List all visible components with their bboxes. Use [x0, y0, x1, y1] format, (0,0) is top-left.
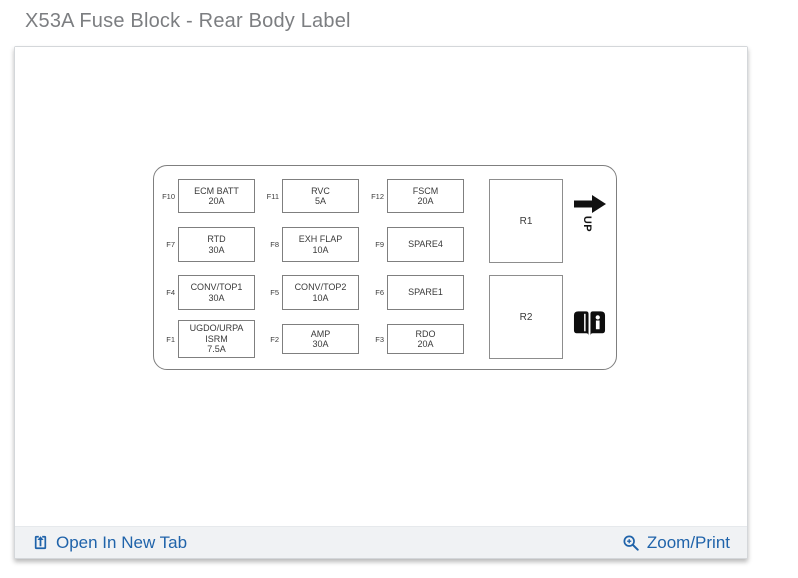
fuse-rating: 10A [312, 292, 329, 303]
fuse-box: ECM BATT 20A [178, 179, 255, 213]
owners-manual-book-icon [573, 310, 606, 338]
fuse-slot-f4: F4 CONV/TOP1 30A [154, 275, 255, 310]
relay-label: R2 [519, 311, 533, 323]
fuse-box: RDO 20A [387, 324, 464, 354]
fuse-name: RDO [415, 328, 436, 339]
fuse-slot-label: F1 [166, 334, 175, 344]
fuse-name: ECM BATT [194, 185, 239, 196]
fuse-slot-f1: F1 UGDO/URPA ISRM 7.5A [154, 320, 255, 358]
fuse-slot-f3: F3 RDO 20A [363, 324, 464, 354]
fuse-rating: 30A [208, 244, 225, 255]
fuse-slot-label: F12 [371, 191, 384, 201]
fuse-slot-f11: F11 RVC 5A [258, 179, 359, 213]
fuse-slot-label: F10 [162, 191, 175, 201]
fuse-slot-label: F2 [270, 334, 279, 344]
fuse-name: SPARE1 [408, 287, 443, 298]
relay-box-r1: R1 [489, 179, 563, 263]
diagram-canvas: F10 ECM BATT 20A F11 RVC 5A F12 FSCM 20A [15, 47, 747, 526]
fuse-slot-label: F3 [375, 334, 384, 344]
zoom-print-link[interactable]: Zoom/Print [622, 533, 730, 553]
fuse-name: CONV/TOP1 [190, 282, 243, 292]
page-title: X53A Fuse Block - Rear Body Label [25, 10, 351, 32]
fuse-rating: 30A [312, 339, 329, 349]
fuse-box: SPARE1 [387, 275, 464, 310]
fuse-slot-f12: F12 FSCM 20A [363, 179, 464, 213]
fuse-name: ISRM [205, 333, 228, 344]
zoom-in-icon [623, 535, 639, 551]
fuse-rating: 20A [417, 196, 434, 206]
zoom-print-label: Zoom/Print [646, 532, 730, 552]
fuse-name: UGDO/URPA [189, 323, 244, 334]
up-orientation-label: UP [581, 215, 593, 233]
fuse-box: SPARE4 [387, 227, 464, 262]
fuse-rating: 20A [208, 196, 225, 206]
fuse-name: FSCM [412, 185, 439, 196]
fuse-name: RVC [311, 185, 330, 196]
fuse-block-outline: F10 ECM BATT 20A F11 RVC 5A F12 FSCM 20A [153, 165, 617, 370]
diagram-panel: F10 ECM BATT 20A F11 RVC 5A F12 FSCM 20A [14, 46, 748, 559]
fuse-slot-f5: F5 CONV/TOP2 10A [258, 275, 359, 310]
viewer-toolbar: Open In New Tab Zoom/Print [15, 526, 747, 558]
fuse-slot-label: F6 [375, 288, 384, 297]
fuse-rating: 7.5A [207, 344, 226, 355]
fuse-box: FSCM 20A [387, 179, 464, 213]
fuse-name: RTD [207, 234, 226, 244]
right-arrow-icon [574, 195, 606, 213]
fuse-slot-label: F5 [270, 288, 279, 297]
fuse-box: UGDO/URPA ISRM 7.5A [178, 320, 255, 358]
fuse-rating: 20A [417, 339, 434, 349]
fuse-slot-label: F4 [166, 288, 175, 297]
fuse-slot-label: F11 [266, 191, 279, 201]
fuse-slot-f8: F8 EXH FLAP 10A [258, 227, 359, 262]
fuse-slot-f10: F10 ECM BATT 20A [154, 179, 255, 213]
fuse-rating: 10A [312, 244, 329, 255]
fuse-name: SPARE4 [408, 239, 443, 250]
fuse-slot-label: F7 [166, 240, 175, 249]
fuse-slot-label: F9 [375, 240, 384, 249]
fuse-rating: 30A [208, 292, 225, 303]
fuse-box: RTD 30A [178, 227, 255, 262]
fuse-name: CONV/TOP2 [294, 282, 347, 292]
fuse-slot-label: F8 [270, 240, 279, 249]
open-in-new-tab-link[interactable]: Open In New Tab [32, 533, 187, 553]
fuse-slot-f2: F2 AMP 30A [258, 324, 359, 354]
fuse-box: CONV/TOP2 10A [282, 275, 359, 310]
fuse-box: EXH FLAP 10A [282, 227, 359, 262]
fuse-slot-f7: F7 RTD 30A [154, 227, 255, 262]
fuse-box: AMP 30A [282, 324, 359, 354]
fuse-slot-f9: F9 SPARE4 [363, 227, 464, 262]
relay-box-r2: R2 [489, 275, 563, 359]
open-in-new-tab-icon [34, 535, 47, 550]
relay-label: R1 [519, 215, 533, 227]
fuse-name: AMP [310, 328, 331, 339]
fuse-name: EXH FLAP [298, 234, 343, 244]
fuse-rating: 5A [314, 196, 326, 206]
fuse-box: RVC 5A [282, 179, 359, 213]
fuse-box: CONV/TOP1 30A [178, 275, 255, 310]
fuse-slot-f6: F6 SPARE1 [363, 275, 464, 310]
open-in-new-tab-label: Open In New Tab [56, 532, 188, 552]
